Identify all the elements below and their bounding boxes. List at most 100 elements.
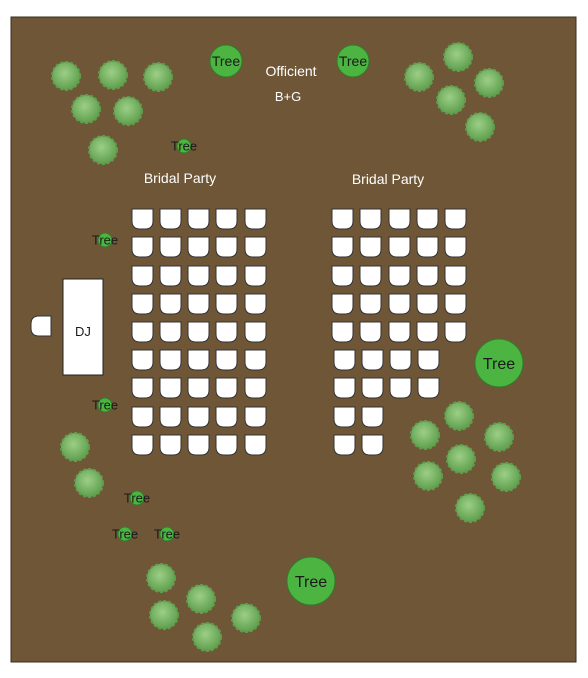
chair-icon	[244, 265, 267, 287]
chair-icon	[331, 208, 354, 230]
shrub-icon	[404, 62, 434, 92]
chair-icon	[388, 321, 411, 343]
tree-icon: Tree	[286, 556, 336, 606]
chair-icon	[331, 236, 354, 258]
chair-icon	[444, 321, 467, 343]
chair-icon	[361, 349, 384, 371]
tree-label: Tree	[92, 398, 118, 413]
shrub-icon	[413, 461, 443, 491]
chair-icon	[159, 208, 182, 230]
shrub-icon	[484, 422, 514, 452]
chair-icon	[361, 377, 384, 399]
dj-booth: DJ	[62, 278, 104, 376]
shrub-icon	[186, 584, 216, 614]
shrub-icon	[60, 432, 90, 462]
shrub-icon	[149, 600, 179, 630]
shrub-icon	[192, 622, 222, 652]
tree-icon: Tree	[154, 526, 180, 542]
chair-icon	[131, 236, 154, 258]
chair-icon	[159, 265, 182, 287]
chair-icon	[244, 208, 267, 230]
chair-icon	[215, 406, 238, 428]
chair-icon	[215, 293, 238, 315]
chair-icon	[417, 349, 440, 371]
chair-icon	[416, 293, 439, 315]
chair-icon	[244, 406, 267, 428]
chair-icon	[331, 321, 354, 343]
chair-icon	[389, 377, 412, 399]
tree-icon: Tree	[171, 138, 197, 154]
chair-icon	[244, 434, 267, 456]
chair-icon	[416, 208, 439, 230]
shrub-icon	[465, 112, 495, 142]
chair-icon	[416, 265, 439, 287]
chair-icon	[388, 208, 411, 230]
tree-label: Tree	[112, 527, 138, 542]
chair-icon	[131, 349, 154, 371]
chair-icon	[215, 265, 238, 287]
chair-icon	[30, 315, 52, 337]
shrub-icon	[474, 68, 504, 98]
bridal-party-right-label: Bridal Party	[352, 171, 424, 187]
chair-icon	[131, 377, 154, 399]
tree-icon: Tree	[336, 44, 370, 78]
chair-icon	[244, 293, 267, 315]
shrub-group	[51, 42, 521, 652]
chair-icon	[333, 377, 356, 399]
chair-icon	[244, 321, 267, 343]
chair-group	[30, 208, 467, 456]
chair-icon	[361, 434, 384, 456]
chair-icon	[159, 434, 182, 456]
chair-icon	[215, 349, 238, 371]
shrub-icon	[98, 60, 128, 90]
shrub-icon	[436, 85, 466, 115]
tree-icon: Tree	[112, 526, 138, 542]
chair-icon	[159, 321, 182, 343]
chair-icon	[388, 236, 411, 258]
dj-label: DJ	[75, 324, 91, 339]
chair-icon	[359, 265, 382, 287]
chair-icon	[187, 236, 210, 258]
chair-icon	[333, 434, 356, 456]
chair-icon	[388, 293, 411, 315]
shrub-icon	[455, 493, 485, 523]
chair-icon	[331, 265, 354, 287]
chair-icon	[389, 349, 412, 371]
chair-icon	[416, 236, 439, 258]
dj-table	[62, 278, 104, 376]
chair-icon	[187, 349, 210, 371]
chair-icon	[444, 208, 467, 230]
tree-label: Tree	[212, 53, 240, 69]
couple-label: B+G	[275, 89, 301, 104]
shrub-icon	[444, 401, 474, 431]
tree-icon: Tree	[92, 232, 118, 248]
chair-icon	[444, 236, 467, 258]
chair-icon	[131, 434, 154, 456]
shrub-icon	[443, 42, 473, 72]
chair-icon	[244, 377, 267, 399]
shrub-icon	[146, 563, 176, 593]
tree-label: Tree	[171, 139, 197, 154]
chair-icon	[331, 293, 354, 315]
chair-icon	[131, 321, 154, 343]
chair-icon	[444, 293, 467, 315]
chair-icon	[159, 293, 182, 315]
bridal-party-left-label: Bridal Party	[144, 170, 216, 186]
chair-icon	[215, 236, 238, 258]
chair-icon	[215, 321, 238, 343]
chair-icon	[359, 321, 382, 343]
chair-icon	[159, 377, 182, 399]
chair-icon	[359, 293, 382, 315]
shrub-icon	[143, 62, 173, 92]
tree-label: Tree	[295, 574, 327, 591]
shrub-icon	[74, 468, 104, 498]
shrub-icon	[231, 603, 261, 633]
tree-icon: Tree	[474, 338, 524, 388]
chair-icon	[187, 406, 210, 428]
tree-icon: Tree	[209, 44, 243, 78]
chair-icon	[416, 321, 439, 343]
shrub-icon	[88, 135, 118, 165]
chair-icon	[333, 349, 356, 371]
tree-label: Tree	[124, 491, 150, 506]
